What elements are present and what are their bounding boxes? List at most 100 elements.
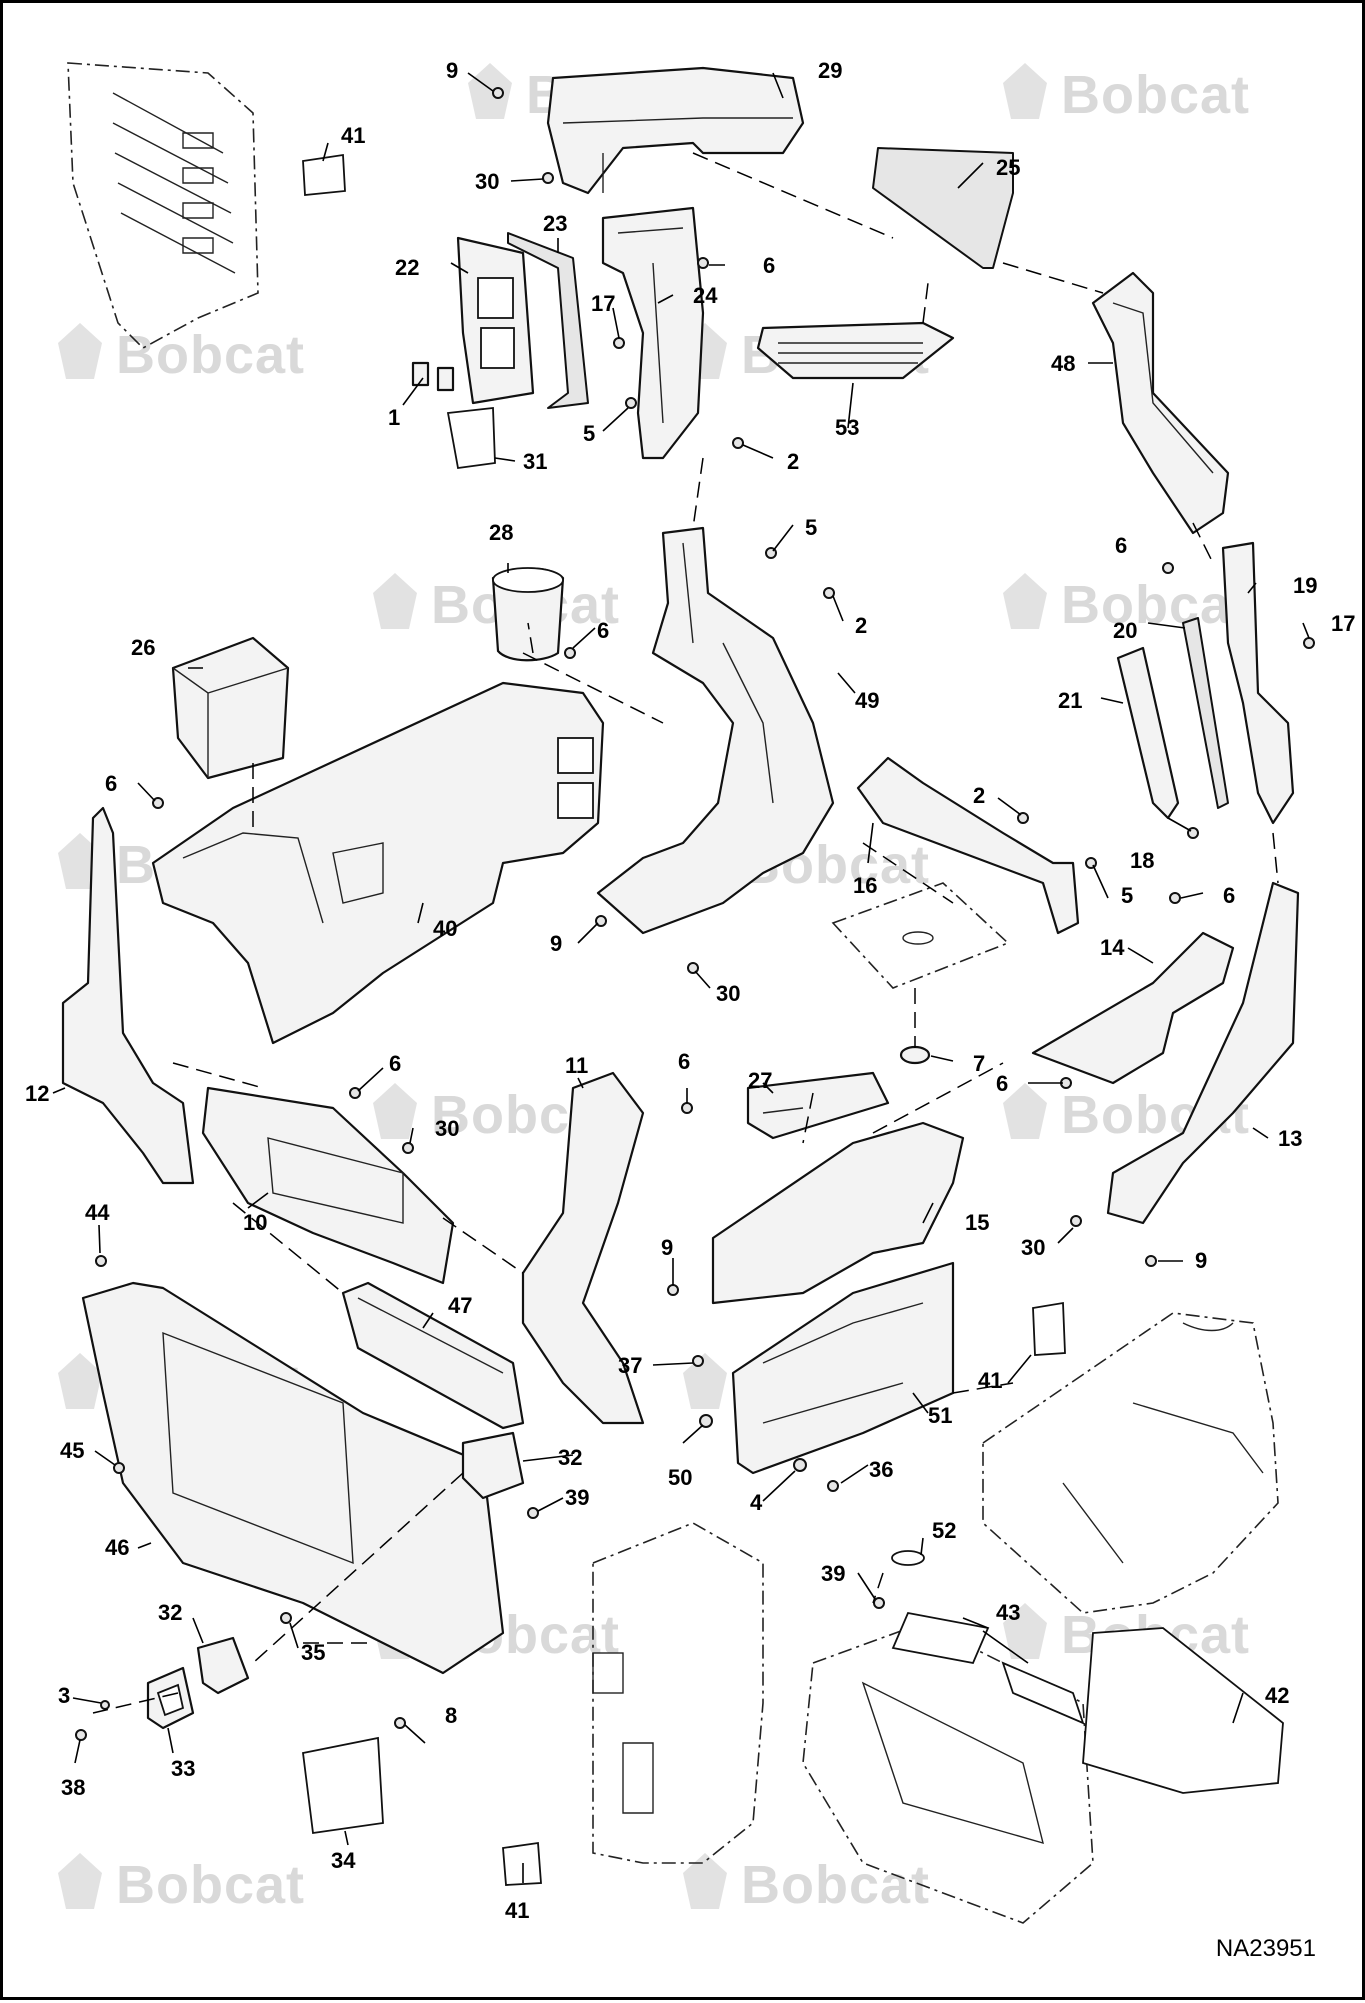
fastener-39b xyxy=(873,1597,885,1609)
callout-6: 6 xyxy=(105,771,117,796)
fastener-9a xyxy=(492,87,504,99)
part-46-rear-panel xyxy=(81,1281,505,1675)
callout-6: 6 xyxy=(1223,883,1235,908)
fastener-2b xyxy=(823,587,835,599)
fastener-30c xyxy=(402,1142,414,1154)
callout-29: 29 xyxy=(818,58,842,83)
part-26-storage-bin xyxy=(171,636,290,780)
leader-lines xyxy=(52,72,1310,1883)
callouts: 9 29 41 30 25 22 23 6 17 24 48 1 5 53 31… xyxy=(25,58,1355,1923)
callout-51: 51 xyxy=(928,1403,952,1428)
cab-frame-reference-right xyxy=(982,1312,1279,1614)
watermark: Bobcat xyxy=(1003,573,1250,635)
callout-9: 9 xyxy=(661,1235,673,1260)
fastener-6g xyxy=(349,1087,361,1099)
callout-11: 11 xyxy=(565,1053,588,1078)
callout-30: 30 xyxy=(1021,1235,1045,1260)
callout-31: 31 xyxy=(523,449,547,474)
fastener-39a xyxy=(527,1507,539,1519)
watermark: Bobcat xyxy=(1003,63,1250,125)
part-34-cover-plate xyxy=(302,1736,384,1835)
part-16-cross-trim xyxy=(856,756,1080,935)
fastener-5a xyxy=(625,397,637,409)
callout-28: 28 xyxy=(489,520,513,545)
callout-4: 4 xyxy=(750,1490,763,1515)
callout-5: 5 xyxy=(805,515,817,540)
watermark-text: Bobcat xyxy=(1061,65,1250,125)
part-12-left-pillar xyxy=(61,806,195,1185)
callout-2: 2 xyxy=(973,783,985,808)
callout-40: 40 xyxy=(433,916,457,941)
callout-1: 1 xyxy=(388,405,400,430)
callout-2: 2 xyxy=(855,613,867,638)
callout-6: 6 xyxy=(389,1051,401,1076)
callout-27: 27 xyxy=(748,1068,772,1093)
callout-39: 39 xyxy=(821,1561,845,1586)
callout-41: 41 xyxy=(505,1898,529,1923)
fastener-2a xyxy=(732,437,744,449)
callout-16: 16 xyxy=(853,873,877,898)
callout-41: 41 xyxy=(341,123,365,148)
cab-frame-reference-center xyxy=(592,1522,764,1864)
callout-19: 19 xyxy=(1293,573,1317,598)
callout-35: 35 xyxy=(301,1640,325,1665)
part-23-gasket xyxy=(507,232,589,409)
fastener-30d xyxy=(1070,1215,1082,1227)
part-48-right-duct xyxy=(1091,271,1230,535)
watermark: Bobcat xyxy=(58,1853,305,1915)
fastener-44 xyxy=(95,1255,107,1267)
fastener-37 xyxy=(692,1355,704,1367)
callout-20: 20 xyxy=(1113,618,1137,643)
callout-9: 9 xyxy=(550,931,562,956)
part-32-vent-top xyxy=(461,1431,525,1500)
callout-48: 48 xyxy=(1051,351,1075,376)
callout-30: 30 xyxy=(435,1116,459,1141)
part-41-labels xyxy=(302,153,1066,1886)
fastener-36 xyxy=(827,1480,839,1492)
callout-7: 7 xyxy=(973,1051,985,1076)
fastener-9c xyxy=(667,1284,679,1296)
callout-30: 30 xyxy=(716,981,740,1006)
part-51-mount-plate xyxy=(731,1261,955,1475)
callout-32: 32 xyxy=(558,1445,582,1470)
callout-13: 13 xyxy=(1278,1126,1302,1151)
part-14-upper-rail xyxy=(1031,931,1235,1085)
part-7-grommet xyxy=(899,1045,931,1065)
callout-2: 2 xyxy=(787,449,799,474)
callout-21: 21 xyxy=(1058,688,1082,713)
watermark-text: Bobcat xyxy=(1061,575,1250,635)
fastener-6e xyxy=(1169,892,1181,904)
part-52-grommet xyxy=(891,1550,925,1566)
callout-5: 5 xyxy=(583,421,595,446)
callout-36: 36 xyxy=(869,1457,893,1482)
fastener-6c xyxy=(1162,562,1174,574)
part-32-vent-bottom xyxy=(196,1636,250,1695)
callout-3: 3 xyxy=(58,1683,70,1708)
fastener-4 xyxy=(793,1458,807,1472)
callout-43: 43 xyxy=(996,1600,1020,1625)
callout-32: 32 xyxy=(158,1600,182,1625)
callout-33: 33 xyxy=(171,1756,195,1781)
callout-25: 25 xyxy=(996,155,1020,180)
part-31-switch-cover xyxy=(446,406,496,470)
watermark-text: Bobcat xyxy=(116,1855,305,1915)
part-28-cup-holder xyxy=(491,567,565,662)
part-25-vent-panel xyxy=(872,147,1014,269)
floor-reference xyxy=(831,882,1010,989)
assembly-lines xyxy=(92,152,1279,1714)
part-43-label xyxy=(891,1611,1085,1725)
fastener-50 xyxy=(699,1414,713,1428)
fasteners xyxy=(75,87,1315,1741)
callout-38: 38 xyxy=(61,1775,85,1800)
callout-14: 14 xyxy=(1100,935,1125,960)
part-40-console xyxy=(151,681,605,1045)
callout-15: 15 xyxy=(965,1210,989,1235)
callout-24: 24 xyxy=(693,283,718,308)
callout-45: 45 xyxy=(60,1438,84,1463)
callout-42: 42 xyxy=(1265,1683,1289,1708)
part-49-left-pillar-trim xyxy=(596,526,835,935)
fastener-6a xyxy=(697,257,709,269)
callout-17: 17 xyxy=(591,291,615,316)
callout-44: 44 xyxy=(85,1200,110,1225)
